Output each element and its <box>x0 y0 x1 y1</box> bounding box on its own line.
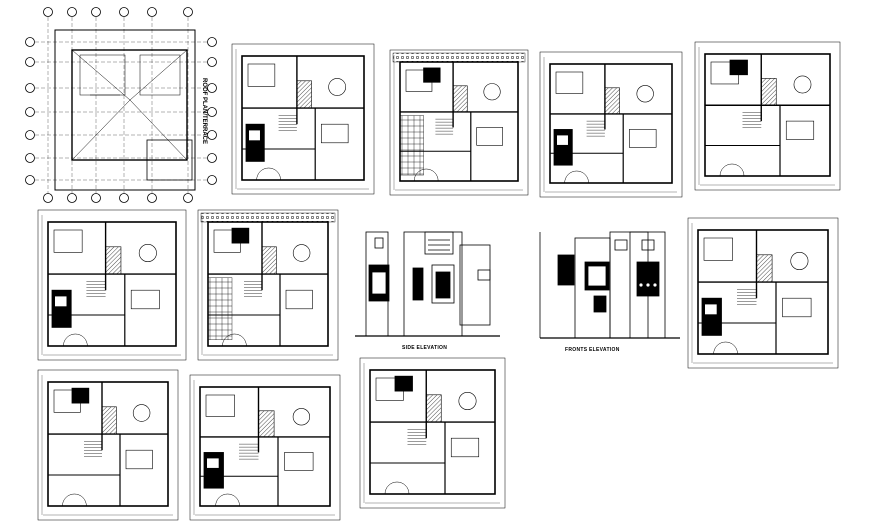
floor-plan-sheet <box>359 357 506 509</box>
floor-plan-sheet <box>197 209 339 361</box>
side-elevation-drawing <box>355 231 500 337</box>
floor-plan-sheet <box>189 374 341 521</box>
roof-grid-plan <box>25 7 217 203</box>
floor-plan-sheet <box>37 369 179 521</box>
floor-plan-sheet <box>694 41 841 191</box>
floor-plan-sheet <box>687 217 839 369</box>
front-elevation-label: FRONTS ELEVATION <box>565 347 620 353</box>
side-elevation-label: SIDE ELEVATION <box>402 345 448 351</box>
roof-plan-label: ROOF PLAN/TERRACE <box>201 78 207 144</box>
floor-plan-sheet <box>231 43 375 195</box>
floor-plan-sheet <box>539 51 683 198</box>
front-elevation-drawing <box>539 231 680 339</box>
floor-plan-sheet <box>389 49 529 196</box>
floor-plan-sheet <box>37 209 187 361</box>
